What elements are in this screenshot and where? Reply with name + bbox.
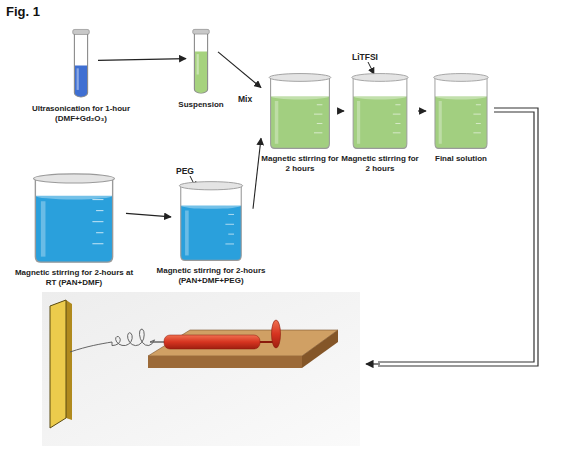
step-caption: Magnetic stirring for 2-hours (PAN+DMF+P… — [152, 266, 270, 285]
flow-arrow — [253, 138, 261, 208]
vessel-drawing — [190, 28, 212, 96]
electrospinning-panel — [42, 292, 360, 446]
reagent-label: LiTFSI — [352, 52, 378, 62]
test-tube: Suspension — [190, 28, 212, 96]
beaker: Magnetic stirring for 2 hours — [265, 72, 335, 150]
reagent-label: Mix — [238, 94, 252, 104]
test-tube: Ultrasonication for 1-hour (DMF+Gd₂O₃) — [70, 28, 92, 100]
step-caption: Final solution — [428, 154, 494, 164]
step-caption: Magnetic stirring for 2 hours — [261, 154, 339, 173]
flow-arrow — [98, 59, 186, 61]
beaker: Magnetic stirring for 2-hours (PAN+DMF+P… — [175, 180, 247, 262]
vessel-drawing — [265, 72, 335, 150]
beaker: Final solution — [430, 72, 492, 150]
pour-arrow — [368, 62, 374, 74]
step-caption: Magnetic stirring for 2-hours at RT (PAN… — [10, 268, 138, 287]
figure-title: Fig. 1 — [6, 4, 40, 19]
reagent-label: PEG — [176, 166, 194, 176]
vessel-drawing — [28, 172, 120, 264]
flow-arrow — [126, 213, 171, 217]
flow-arrow — [418, 110, 426, 111]
vessel-drawing — [175, 180, 247, 262]
beaker: Magnetic stirring for 2 hours — [348, 72, 412, 150]
vessel-drawing — [348, 72, 412, 150]
fiber-jet — [70, 329, 155, 352]
flow-arrow — [341, 110, 344, 111]
step-caption: Ultrasonication for 1-hour (DMF+Gd₂O₃) — [26, 104, 136, 123]
vessel-drawing — [430, 72, 492, 150]
flow-arrow — [218, 52, 261, 88]
vessel-drawing — [70, 28, 92, 100]
beaker: Magnetic stirring for 2-hours at RT (PAN… — [28, 172, 120, 264]
syringe-pump — [148, 320, 338, 368]
step-caption: Suspension — [161, 100, 241, 110]
step-caption: Magnetic stirring for 2 hours — [341, 154, 419, 173]
collector-plate — [50, 300, 72, 428]
